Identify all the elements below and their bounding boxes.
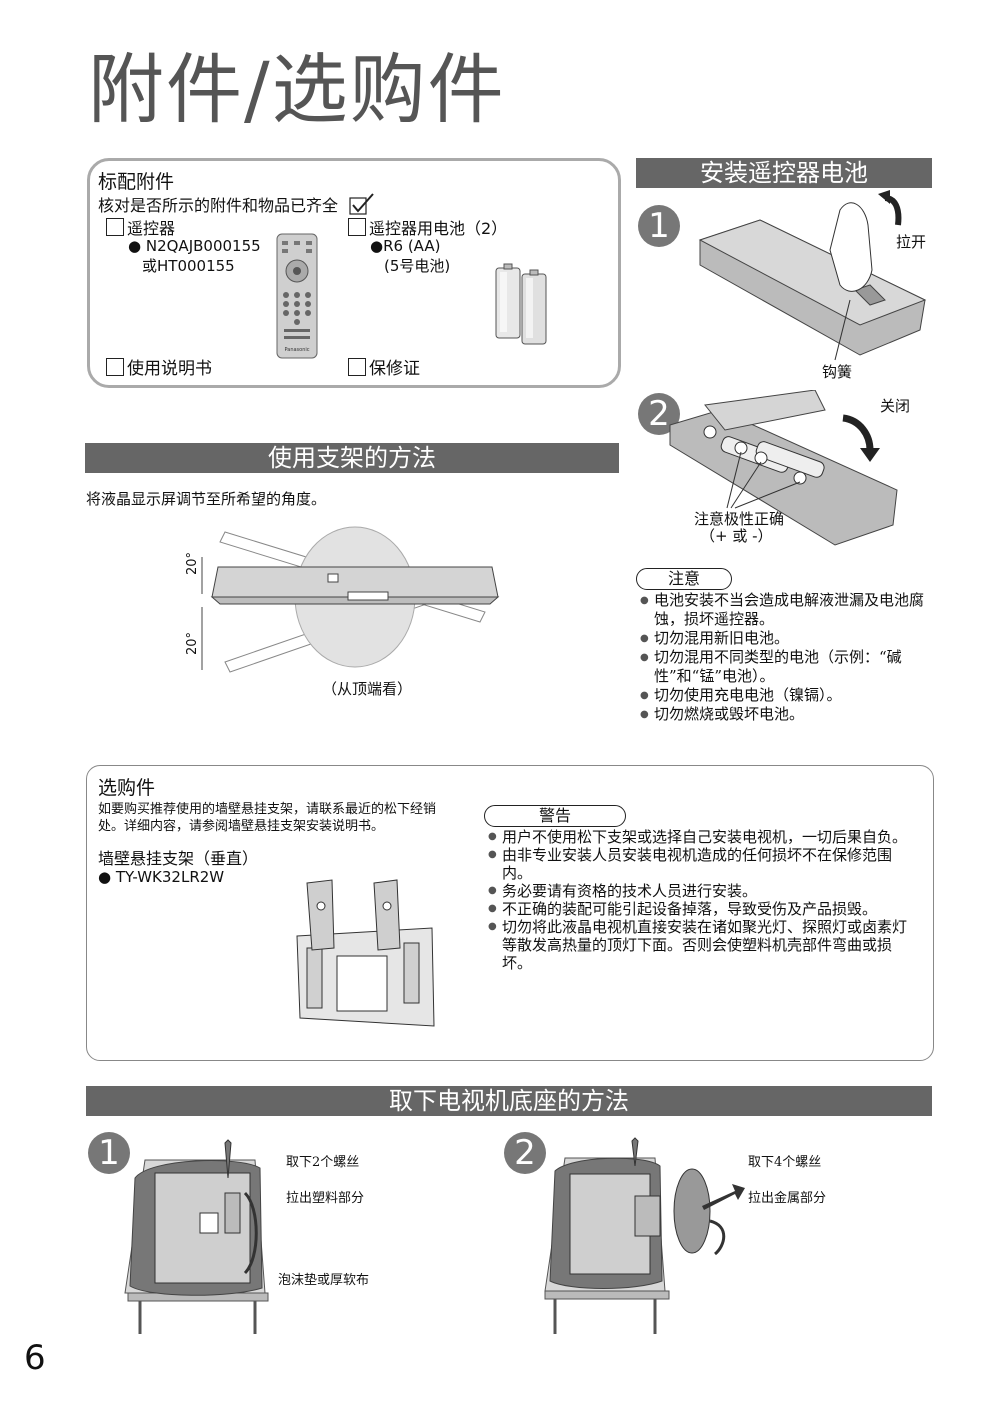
warning-title: 警告 — [484, 805, 626, 827]
remote-checkbox[interactable] — [106, 218, 124, 236]
view-label: （从顶端看） — [322, 680, 413, 698]
warranty-label: 保修证 — [369, 359, 420, 379]
remote-open-illustration — [698, 190, 927, 361]
battery-label: 遥控器用电池（2） — [369, 219, 508, 238]
caution-item: 切勿使用充电电池（镍镉）。 — [640, 686, 924, 705]
warning-list: 用户不使用松下支架或选择自己安装电视机，一切后果自负。 由非专业安装人员安装电视… — [488, 828, 918, 972]
caution-item: 切勿混用新旧电池。 — [640, 629, 924, 648]
caution-list: 电池安装不当会造成电解液泄漏及电池腐蚀，损坏遥控器。 切勿混用新旧电池。 切勿混… — [640, 591, 924, 724]
remote-item: 遥控器 — [106, 218, 175, 238]
bracket-model-text: TY-WK32LR2W — [115, 868, 225, 886]
check-text-label: 核对是否所示的附件和物品已齐全 — [98, 196, 339, 215]
manual-checkbox[interactable] — [106, 358, 124, 376]
warning-item: 切勿将此液晶电视机直接安装在诸如聚光灯、探照灯或卤素灯等散发高热量的顶灯下面。否… — [488, 918, 918, 972]
manual-label: 使用说明书 — [127, 359, 212, 379]
base-step-2-badge: 2 — [504, 1132, 546, 1174]
warranty-checkbox[interactable] — [348, 358, 366, 376]
caution-item: 切勿燃烧或毁坏电池。 — [640, 705, 924, 724]
warranty-item: 保修证 — [348, 358, 420, 379]
stand-section-title: 使用支架的方法 — [85, 443, 619, 473]
base-section-title: 取下电视机底座的方法 — [86, 1086, 932, 1116]
base-step-2-screws: 取下4个螺丝 — [748, 1155, 822, 1170]
page-number: 6 — [24, 1338, 46, 1378]
warning-item: 务必要请有资格的技术人员进行安装。 — [488, 882, 918, 900]
standard-accessories-box — [87, 158, 621, 388]
remote-model-1-text: N2QAJB000155 — [145, 237, 261, 255]
base-step-1-badge: 1 — [88, 1132, 130, 1174]
caution-item: 电池安装不当会造成电解液泄漏及电池腐蚀，损坏遥控器。 — [640, 591, 924, 629]
remote-model-1: ● N2QAJB000155 — [128, 237, 261, 255]
standard-accessories-heading: 标配附件 — [98, 171, 175, 193]
angle-top-label: 20° — [185, 551, 200, 575]
remote-model-2: 或HT000155 — [142, 257, 235, 275]
base-step-1-pad: 泡沫垫或厚软布 — [278, 1273, 370, 1288]
manual-item: 使用说明书 — [106, 358, 212, 379]
check-text: 核对是否所示的附件和物品已齐全 — [98, 193, 375, 219]
close-label: 关闭 — [880, 397, 911, 415]
open-label: 拉开 — [896, 233, 927, 251]
base-step-1-screws: 取下2个螺丝 — [286, 1155, 360, 1170]
base-step-1-plastic: 拉出塑料部分 — [286, 1191, 365, 1206]
polarity-sub: （+ 或 -） — [700, 527, 773, 545]
battery-section-title: 安装遥控器电池 — [636, 158, 932, 188]
base-step-2-illustration — [544, 1137, 745, 1334]
caution-item: 切勿混用不同类型的电池（示例：“碱性”和“锰”电池）。 — [640, 648, 924, 686]
warning-item-cont: 由非专业安装人员安装电视机造成的任何损坏不在保修范围内。 — [488, 846, 918, 882]
battery-checkbox[interactable] — [348, 218, 366, 236]
remote-label: 遥控器 — [127, 219, 176, 238]
stand-angle-illustration — [201, 526, 500, 673]
optional-heading: 选购件 — [98, 777, 156, 799]
battery-type-text: R6 (AA) — [383, 237, 441, 255]
hook-label: 钩簧 — [822, 363, 853, 381]
base-step-2-metal: 拉出金属部分 — [748, 1191, 827, 1206]
remote-illustration: Panasonic — [276, 233, 318, 359]
caution-title: 注意 — [636, 568, 732, 590]
bracket-label: 墙壁悬挂支架（垂直） — [98, 849, 259, 868]
page-title: 附件/选购件 — [88, 45, 506, 134]
checkmark-icon — [349, 193, 375, 219]
battery-illustration — [495, 263, 547, 345]
battery-type-2: (5号电池) — [384, 257, 451, 275]
battery-type: ●R6 (AA) — [370, 237, 441, 255]
polarity-label: 注意极性正确 — [694, 510, 785, 528]
battery-step-1-badge: 1 — [638, 205, 680, 247]
angle-bottom-label: 20° — [185, 631, 200, 655]
base-step-1-illustration — [124, 1139, 269, 1334]
optional-desc: 如要购买推荐使用的墙壁悬挂支架，请联系最近的松下经销处。详细内容，请参阅墙壁悬挂… — [98, 802, 437, 834]
remote-close-illustration — [669, 390, 898, 546]
warning-item: 用户不使用松下支架或选择自己安装电视机，一切后果自负。 — [488, 828, 918, 846]
warning-item-cont: 不正确的装配可能引起设备掉落，导致受伤及产品损毁。 — [488, 900, 918, 918]
wall-bracket-illustration — [296, 879, 435, 1027]
battery-item: 遥控器用电池（2） — [348, 218, 507, 238]
bracket-model: ● TY-WK32LR2W — [98, 868, 225, 886]
optional-box — [86, 765, 934, 1061]
stand-desc: 将液晶显示屏调节至所希望的角度。 — [86, 490, 327, 508]
remote-brand-text: Panasonic — [284, 347, 309, 353]
